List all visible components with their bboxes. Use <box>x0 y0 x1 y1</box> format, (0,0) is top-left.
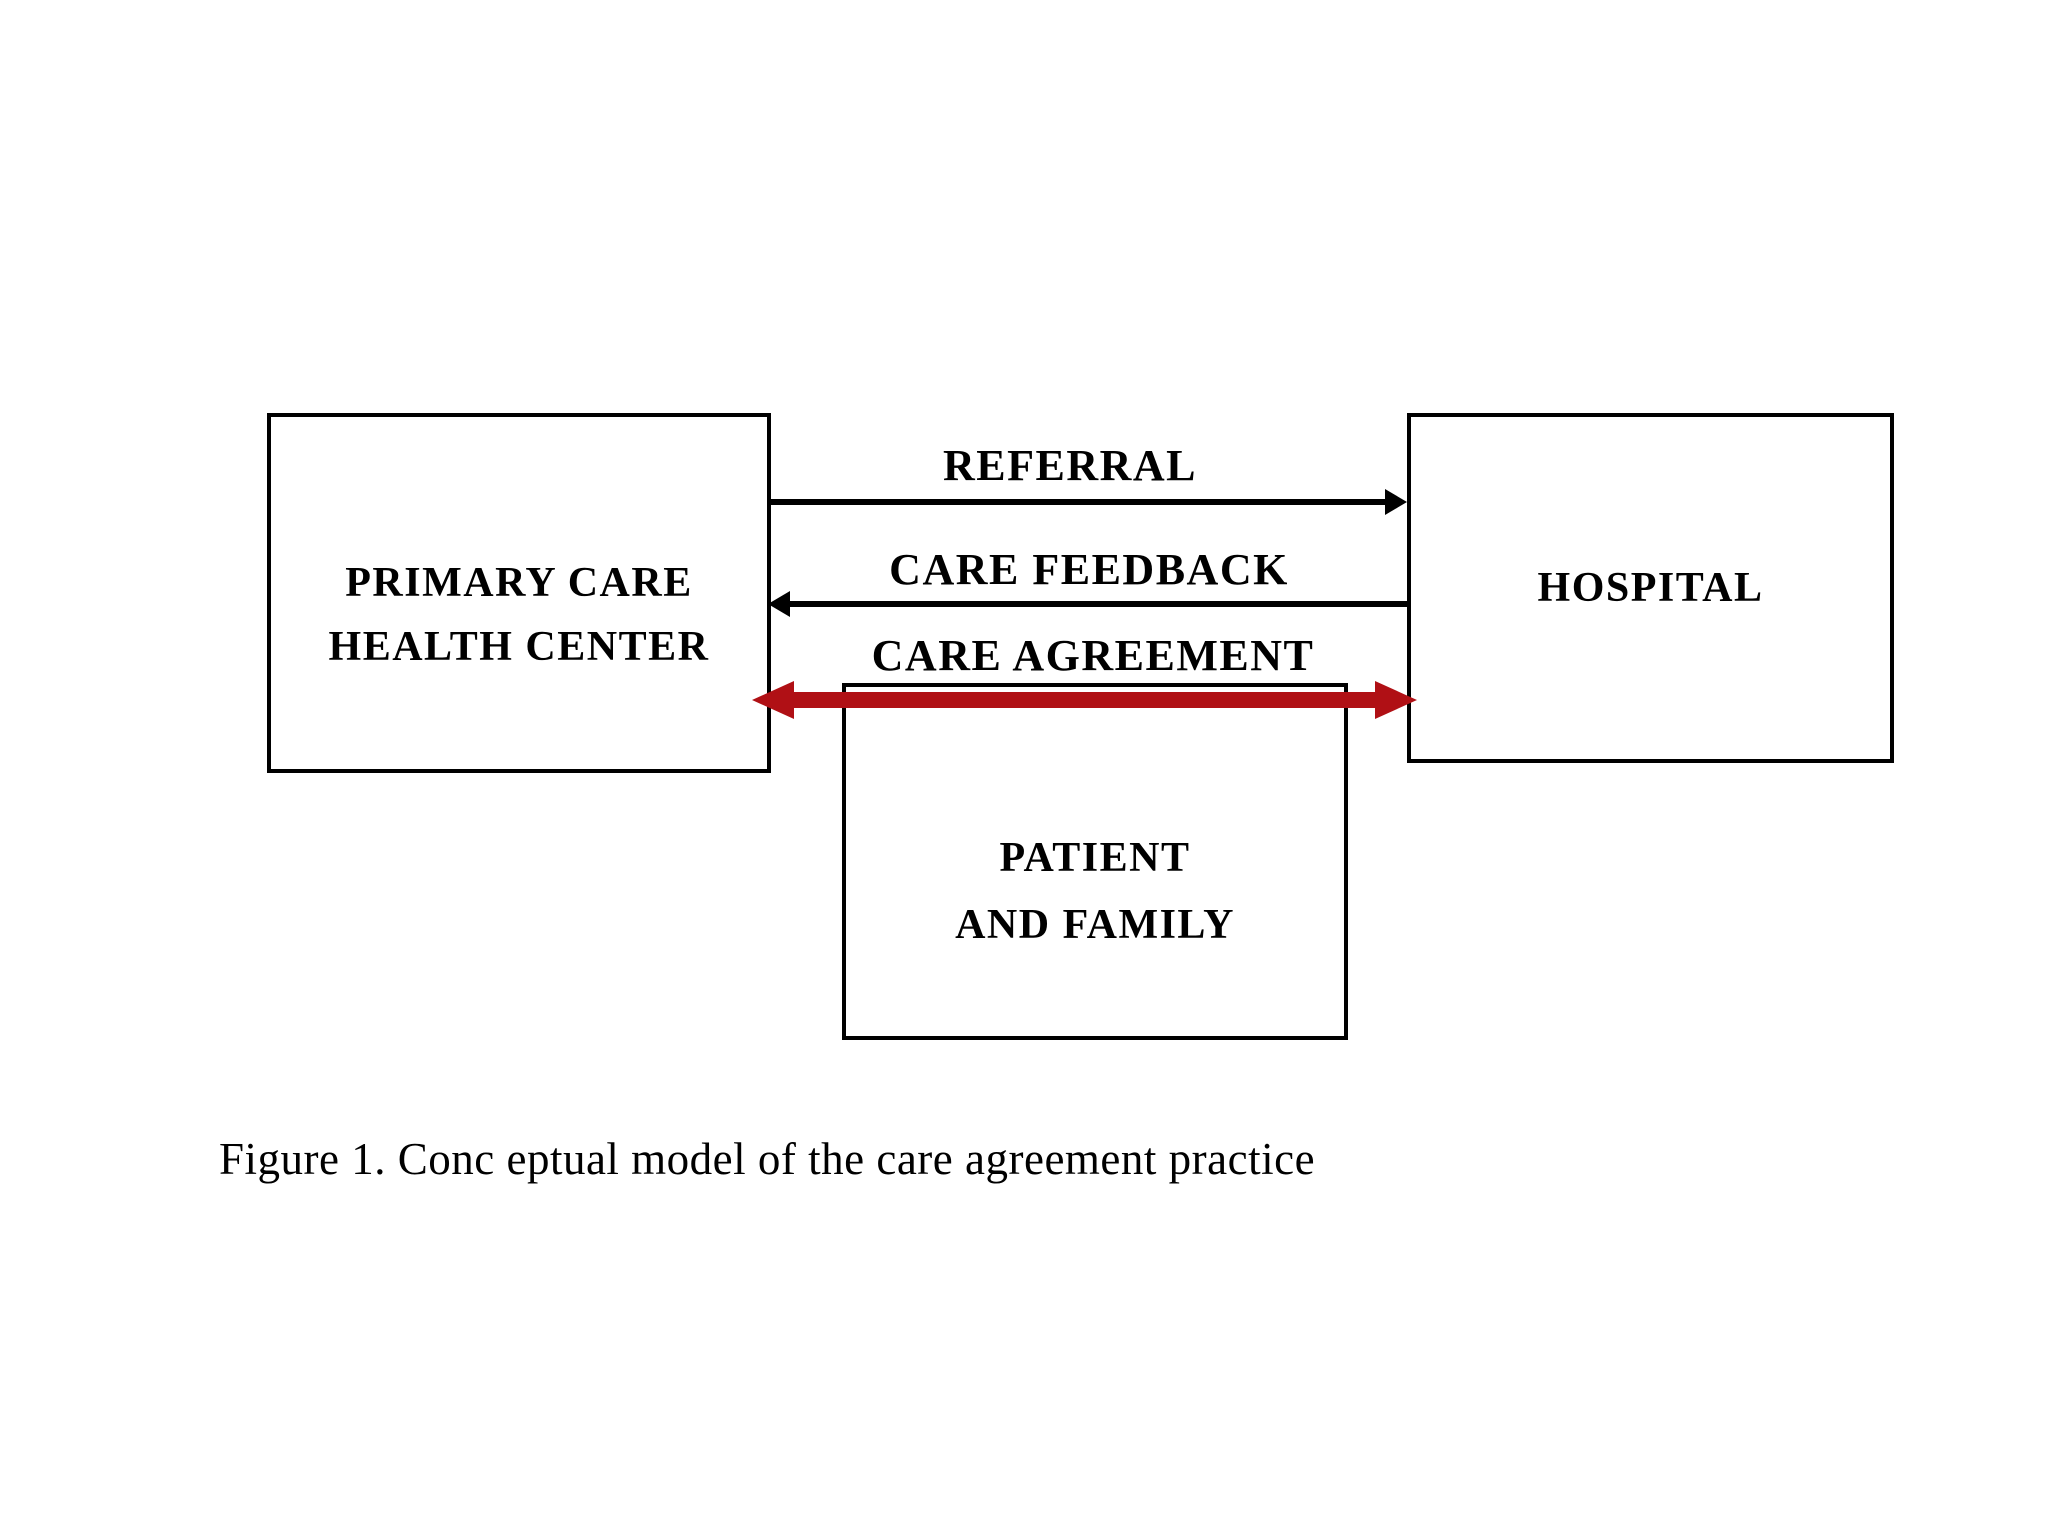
primary-care-label-line2: HEALTH CENTER <box>328 624 710 670</box>
hospital-box: HOSPITAL <box>1407 413 1894 763</box>
patient-family-label-line2: AND FAMILY <box>955 901 1235 948</box>
care-feedback-arrow-label: CARE FEEDBACK <box>889 545 1289 594</box>
primary-care-box: PRIMARY CARE HEALTH CENTER <box>267 413 771 773</box>
patient-family-label-line1: PATIENT <box>999 834 1191 881</box>
patient-family-box: PATIENT AND FAMILY <box>842 683 1348 1040</box>
care-agreement-arrowhead-right-icon <box>1375 681 1417 719</box>
primary-care-label: PRIMARY CARE HEALTH CENTER <box>329 551 710 679</box>
figure-caption: Figure 1. Conc eptual model of the care … <box>219 1134 1316 1184</box>
referral-arrow-shaft <box>770 499 1387 505</box>
hospital-label: HOSPITAL <box>1538 556 1764 620</box>
hospital-label-text: HOSPITAL <box>1537 565 1764 611</box>
patient-family-label: PATIENT AND FAMILY <box>955 825 1235 959</box>
care-feedback-arrowhead-left-icon <box>768 591 790 617</box>
care-feedback-arrow-shaft <box>789 601 1407 607</box>
referral-arrowhead-right-icon <box>1385 489 1407 515</box>
care-agreement-arrow-label: CARE AGREEMENT <box>871 631 1315 680</box>
care-agreement-arrow-shaft <box>790 692 1380 708</box>
referral-arrow-label: REFERRAL <box>942 441 1198 490</box>
care-agreement-arrowhead-left-icon <box>752 681 794 719</box>
primary-care-label-line1: PRIMARY CARE <box>345 560 693 606</box>
